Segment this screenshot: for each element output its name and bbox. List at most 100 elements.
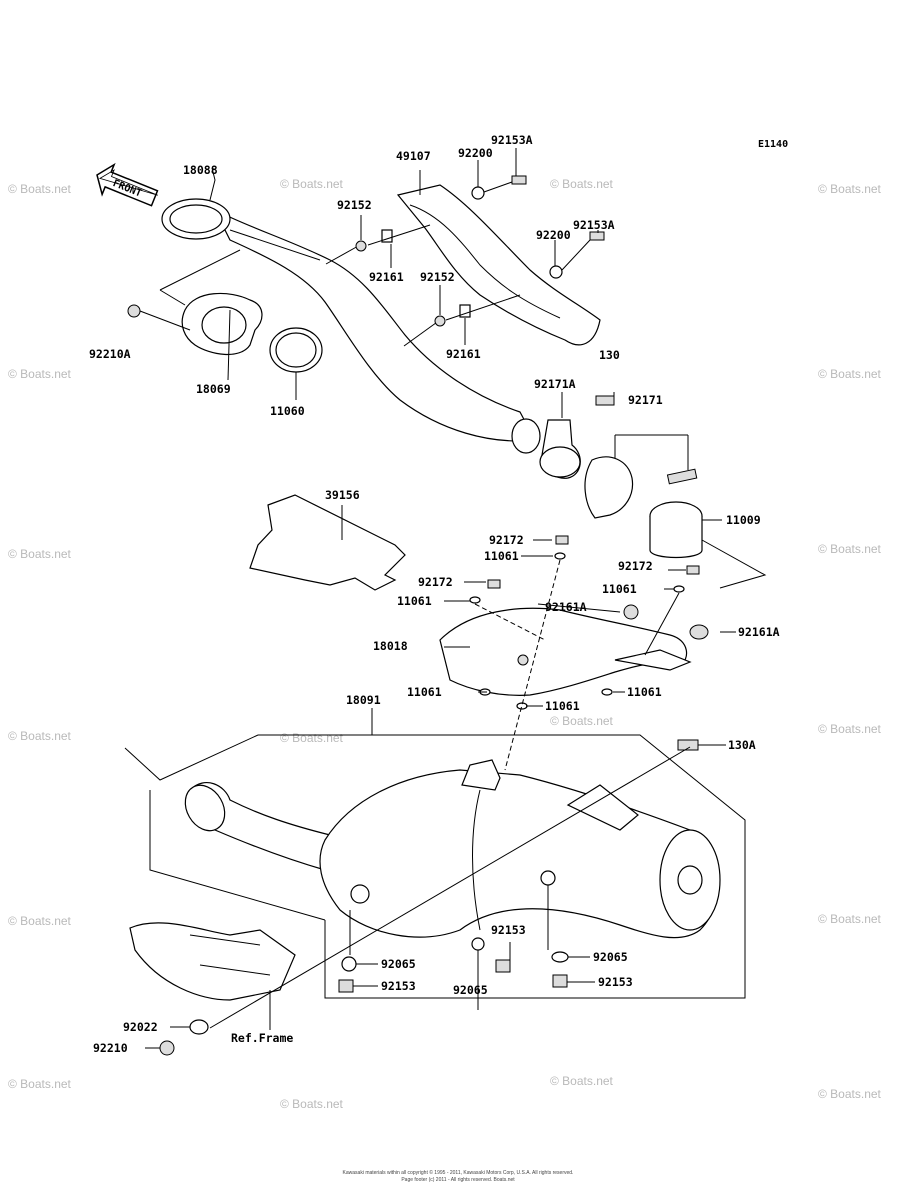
part-label: 92065 [381,957,416,971]
bolt-92171 [666,468,698,485]
part-label: 92172 [489,533,524,547]
part-label: 92171A [534,377,576,391]
washer-11061 [601,688,613,696]
drain-plug-boss [540,870,556,886]
part-label: 92153A [491,133,533,147]
bolt-92172 [555,535,569,545]
part-label: 92172 [418,575,453,589]
watermark: © Boats.net [8,547,72,561]
part-label: 92171 [628,393,663,407]
part-label: 130 [599,348,620,362]
part-label: 11061 [545,699,580,713]
watermark: © Boats.net [280,1097,344,1111]
muffler-18091-group [124,708,746,1056]
part-label: 92153 [381,979,416,993]
watermark: © Boats.net [8,1077,72,1091]
frame-bracket [129,922,296,1001]
gasket-92065 [551,951,569,963]
part-label: 92161 [369,270,404,284]
part-label: 92161A [738,625,780,639]
watermark: © Boats.net [818,367,882,381]
part-label: 11061 [397,594,432,608]
part-label: 92152 [420,270,455,284]
part-label: 11061 [484,549,519,563]
washer-11061 [554,552,566,560]
plug-92153 [495,959,511,973]
part-label: 92172 [618,559,653,573]
part-label: 49107 [396,149,431,163]
part-label: 92065 [453,983,488,997]
part-labels: 18088 49107 92200 92153A 92152 92161 921… [89,133,780,1055]
cover-18018-group [439,535,736,771]
bolt-92172 [487,579,501,589]
part-label: 18088 [183,163,218,177]
diagram-code: E1140 [758,139,788,150]
ref-frame-label: Ref.Frame [231,1031,293,1045]
washer-92200 [471,186,485,200]
part-label: 92161A [545,600,587,614]
part-label: 92152 [337,198,372,212]
clamp-band [539,446,581,478]
inlet-gasket [184,784,226,832]
hole [517,654,529,666]
watermarks: © Boats.net © Boats.net © Boats.net © Bo… [8,177,882,1111]
watermark: © Boats.net [818,542,882,556]
footer: Kawasaki materials within all copyright … [343,1169,574,1183]
part-label: 92200 [536,228,571,242]
plug-92153 [552,974,568,988]
header-pipe-outlet [511,418,541,454]
muffler-outlet [677,865,703,895]
bolt-92153A [589,231,605,241]
footer-line: Page footer (c) 2011 - All rights reserv… [401,1177,515,1183]
watermark: © Boats.net [818,722,882,736]
part-label: 18069 [196,382,231,396]
muffler-mount-rear [566,784,639,831]
plate-39156-group [249,494,406,591]
washer-92200 [549,265,563,279]
part-label: 92153A [573,218,615,232]
nut-92210 [159,1040,175,1056]
gasket-11060-inner [275,332,317,368]
washer-11061 [673,585,685,593]
part-label: 92153 [598,975,633,989]
watermark: © Boats.net [818,1087,882,1101]
watermark: © Boats.net [8,914,72,928]
header-pipe-group [127,167,541,454]
bolt-130 [595,395,615,406]
part-label: 39156 [325,488,360,502]
footer-line: Kawasaki materials within all copyright … [343,1169,574,1176]
watermark: © Boats.net [550,1074,614,1088]
rubber-92161A [623,604,639,620]
plug-92153 [338,979,354,993]
plate-39156 [249,494,406,591]
nut-92210A [127,304,141,318]
washer-92022 [189,1019,209,1035]
drain-plug-boss [350,884,370,904]
watermark: © Boats.net [550,177,614,191]
gasket-18088-inner [169,204,223,234]
part-label: 11061 [627,685,662,699]
watermark: © Boats.net [818,912,882,926]
part-label: 92022 [123,1020,158,1034]
grommet-92152 [434,315,446,327]
part-label: 92065 [593,950,628,964]
gasket-92065 [471,937,485,951]
part-label: 18018 [373,639,408,653]
bolt-92153A [511,175,527,185]
rubber-92161A [689,624,709,640]
front-arrow: FRONT [96,162,159,207]
watermark: © Boats.net [818,182,882,196]
watermark: © Boats.net [280,177,344,191]
gasket-92065 [341,956,357,972]
watermark: © Boats.net [8,729,72,743]
watermark: © Boats.net [8,182,72,196]
cover-bracket [614,649,692,671]
clamp-92171 [584,456,634,519]
part-label: 92161 [446,347,481,361]
part-label: 130A [728,738,756,752]
bolt-92172 [686,565,700,575]
collar-92161 [459,304,471,318]
part-label: 11061 [602,582,637,596]
grommet-92152 [355,240,367,252]
